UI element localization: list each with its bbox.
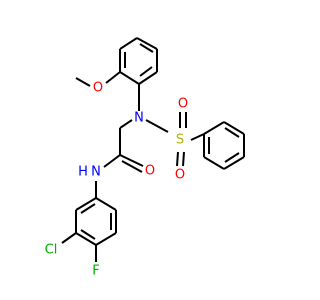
- bond: [223, 156, 245, 170]
- double-bond-inner: [80, 229, 96, 240]
- bond-layer: [61, 37, 245, 262]
- bond: [176, 151, 179, 167]
- atom-label-chlorine: Cl: [45, 243, 58, 258]
- atom-label-sulfonamide-nitrogen: N: [134, 111, 144, 126]
- bond: [119, 71, 140, 85]
- double-bond-inner: [80, 203, 96, 214]
- double-bond-inner: [139, 43, 154, 53]
- bond: [75, 77, 91, 87]
- atom-label-sulfonyl-oxygen-top: O: [178, 97, 188, 112]
- double-bond-inner: [121, 160, 143, 173]
- bond: [95, 232, 117, 246]
- bond: [203, 121, 225, 135]
- double-bond-inner: [139, 66, 153, 77]
- bond: [119, 154, 144, 167]
- bond: [145, 119, 169, 133]
- bond: [223, 121, 245, 135]
- atom-label-carbonyl-oxygen: O: [145, 164, 155, 179]
- atom-label-sulfonyl-oxygen-bottom: O: [175, 168, 185, 183]
- bond: [190, 133, 205, 141]
- atom-label-amide-nitrogen: N: [91, 165, 101, 180]
- molecule-structure-diagram: O N S O O O N H Cl F: [45, 37, 245, 279]
- double-bond-inner: [224, 152, 240, 163]
- double-bond-inner: [182, 151, 185, 167]
- atom-label-sulfur: S: [176, 133, 184, 148]
- bond: [95, 197, 117, 211]
- bond: [119, 119, 133, 129]
- double-bond-inner: [224, 127, 240, 138]
- bond: [119, 37, 138, 50]
- atom-label-layer: O N S O O O N H Cl F: [45, 81, 188, 279]
- atom-label-amide-hydrogen: H: [78, 165, 88, 180]
- atom-label-methoxy-oxygen: O: [93, 81, 103, 96]
- bond: [136, 37, 158, 50]
- bond: [138, 71, 158, 85]
- bond: [105, 71, 121, 84]
- bond: [203, 156, 225, 170]
- atom-label-fluorine: F: [92, 264, 99, 279]
- bond: [75, 232, 97, 246]
- bond: [61, 232, 77, 244]
- bond: [75, 197, 97, 211]
- bond: [103, 154, 121, 168]
